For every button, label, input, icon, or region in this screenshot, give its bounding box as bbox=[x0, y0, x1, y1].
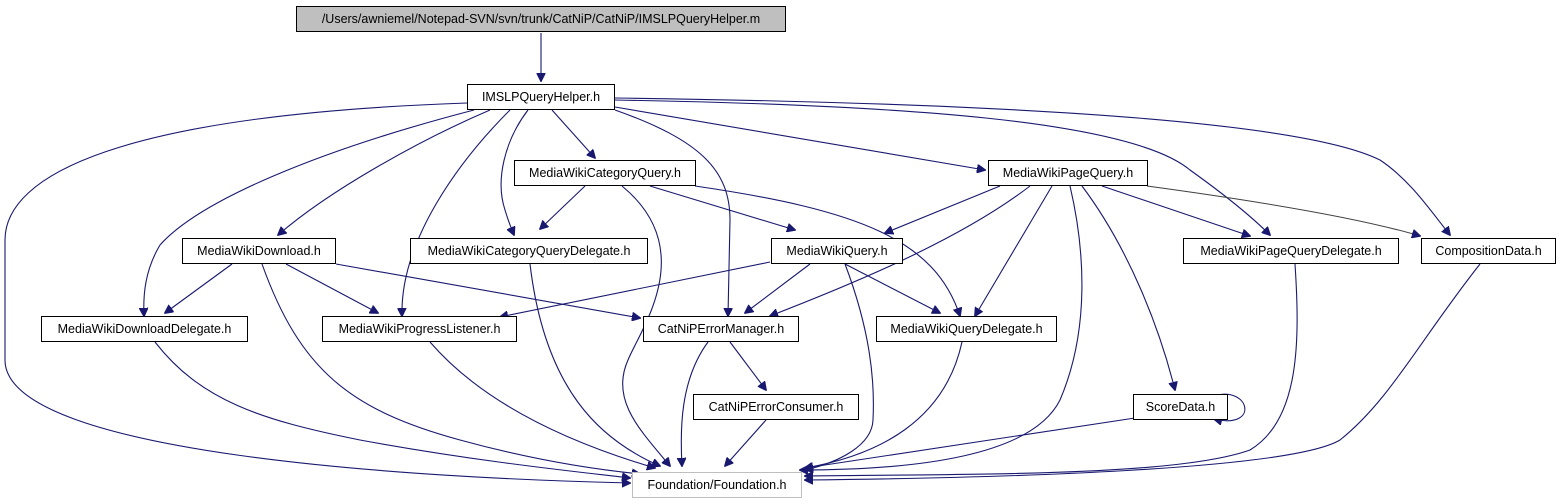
edge-page-query-to-foundation bbox=[800, 185, 1083, 470]
edge-page-query-to-query bbox=[885, 185, 1001, 233]
edge-helper-to-category-query-delegate bbox=[500, 109, 529, 235]
node-download-delegate[interactable]: MediaWikiDownloadDelegate.h bbox=[41, 316, 248, 342]
node-progress-listener[interactable]: MediaWikiProgressListener.h bbox=[322, 316, 517, 342]
edge-helper-to-download-delegate bbox=[144, 109, 475, 316]
node-foundation[interactable]: Foundation/Foundation.h bbox=[632, 472, 802, 498]
node-score-data[interactable]: ScoreData.h bbox=[1133, 394, 1228, 420]
edge-download-to-progress-listener bbox=[285, 263, 378, 313]
edge-error-consumer-to-foundation bbox=[725, 419, 767, 466]
edge-helper-to-page-query bbox=[614, 106, 985, 170]
edge-helper-to-category-query bbox=[551, 109, 595, 158]
edge-download-to-foundation bbox=[261, 263, 640, 474]
edge-helper-to-error-manager bbox=[614, 109, 730, 316]
edge-query-to-foundation bbox=[805, 263, 874, 470]
node-page-query[interactable]: MediaWikiPageQuery.h bbox=[988, 160, 1148, 186]
edge-page-query-to-query-delegate bbox=[975, 185, 1053, 316]
edge-error-manager-to-foundation bbox=[681, 341, 709, 466]
edge-helper-to-progress-listener bbox=[402, 109, 511, 316]
edge-download-delegate-to-foundation bbox=[154, 341, 630, 478]
node-composition-data[interactable]: CompositionData.h bbox=[1421, 238, 1556, 264]
edge-download-to-error-manager bbox=[335, 263, 640, 318]
node-imslp-query-helper[interactable]: IMSLPQueryHelper.h bbox=[467, 84, 615, 110]
edge-query-delegate-to-foundation bbox=[805, 341, 963, 468]
node-download[interactable]: MediaWikiDownload.h bbox=[182, 238, 336, 264]
edge-query-to-progress-listener bbox=[500, 261, 771, 317]
edge-helper-to-download bbox=[278, 109, 491, 235]
edge-category-query-to-query-delegate bbox=[694, 185, 960, 316]
edge-page-query-to-error-manager bbox=[770, 185, 1031, 316]
edge-query-to-error-manager bbox=[745, 263, 811, 313]
node-root-source-file[interactable]: /Users/awniemel/Notepad-SVN/svn/trunk/Ca… bbox=[296, 6, 786, 32]
node-category-query-delegate[interactable]: MediaWikiCategoryQueryDelegate.h bbox=[410, 238, 648, 264]
node-error-manager[interactable]: CatNiPErrorManager.h bbox=[643, 316, 799, 342]
edge-helper-to-composition-data bbox=[614, 97, 1450, 235]
node-category-query[interactable]: MediaWikiCategoryQuery.h bbox=[514, 160, 696, 186]
edge-helper-to-foundation bbox=[4, 102, 630, 483]
node-page-query-delegate[interactable]: MediaWikiPageQueryDelegate.h bbox=[1183, 238, 1399, 264]
edge-page-query-to-page-query-delegate bbox=[1101, 185, 1250, 236]
edge-category-query-to-query bbox=[649, 185, 795, 230]
node-error-consumer[interactable]: CatNiPErrorConsumer.h bbox=[693, 394, 859, 420]
edge-progress-listener-to-foundation bbox=[429, 341, 655, 468]
edge-category-query-delegate-to-foundation bbox=[529, 263, 660, 466]
edge-error-manager-to-error-consumer bbox=[729, 341, 766, 390]
node-query[interactable]: MediaWikiQuery.h bbox=[771, 238, 903, 264]
edge-query-to-query-delegate bbox=[844, 263, 940, 313]
edge-composition-data-to-foundation bbox=[805, 263, 1481, 480]
edge-page-query-to-composition-data bbox=[1146, 185, 1420, 236]
edge-category-query-to-category-query-delegate bbox=[540, 185, 586, 229]
edge-category-query-to-foundation bbox=[621, 185, 670, 466]
edge-page-query-to-score-data bbox=[1081, 185, 1175, 390]
edge-score-data-to-foundation bbox=[805, 417, 1136, 468]
node-query-delegate[interactable]: MediaWikiQueryDelegate.h bbox=[876, 316, 1057, 342]
edge-download-to-download-delegate bbox=[165, 263, 233, 313]
edge-helper-to-page-query-delegate bbox=[614, 99, 1270, 235]
edge-page-query-delegate-to-foundation bbox=[805, 263, 1298, 476]
